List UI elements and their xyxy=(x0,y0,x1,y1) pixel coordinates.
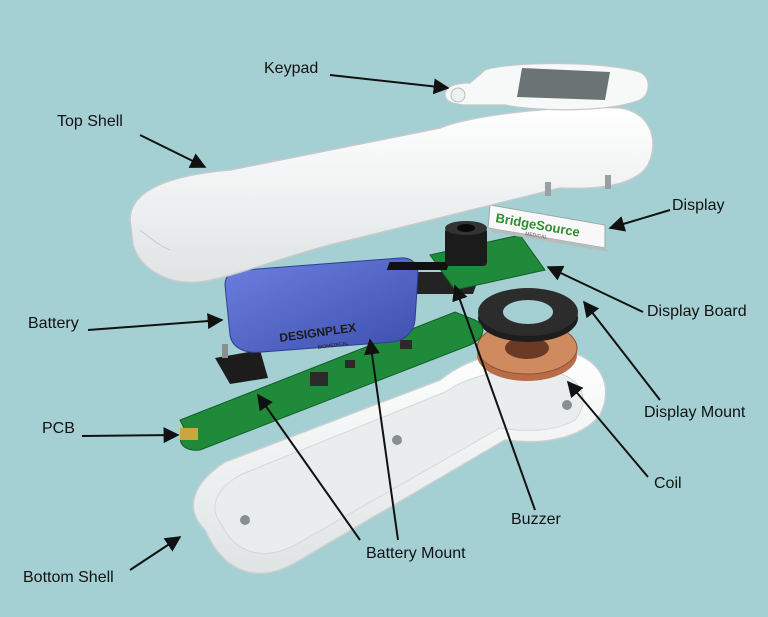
label-keypad: Keypad xyxy=(264,60,319,77)
arrow-battery xyxy=(87,313,224,331)
label-coil: Coil xyxy=(654,475,682,492)
label-battery: Battery xyxy=(28,315,79,332)
arrow-battery-mount-right xyxy=(364,338,399,541)
label-display: Display xyxy=(672,197,725,214)
arrow-buzzer xyxy=(452,284,536,511)
battery-mount-left xyxy=(215,344,268,384)
label-pcb: PCB xyxy=(42,420,75,437)
display-brand-sub: MEDICAL xyxy=(525,231,548,241)
arrow-display-mount xyxy=(583,300,661,401)
label-top-shell: Top Shell xyxy=(57,113,123,130)
buzzer xyxy=(445,221,487,266)
screw-post xyxy=(562,400,572,410)
arrow-top-shell xyxy=(139,134,207,168)
connector xyxy=(180,428,198,440)
arrow-keypad xyxy=(329,74,450,95)
battery-brand-sub: BIOMEDICAL xyxy=(317,341,349,351)
top-shell xyxy=(129,106,654,284)
label-bottom-shell: Bottom Shell xyxy=(23,569,114,586)
keypad-button xyxy=(450,87,466,103)
label-battery-mount: Battery Mount xyxy=(366,545,466,562)
arrow-bottom-shell xyxy=(129,536,182,571)
label-display-board: Display Board xyxy=(647,303,747,320)
battery: DESIGNPLEX BIOMEDICAL xyxy=(224,257,419,353)
leader-lines xyxy=(81,74,671,571)
keypad xyxy=(444,62,649,111)
arrow-display xyxy=(608,209,671,232)
bottom-shell xyxy=(192,348,607,575)
arrow-display-board xyxy=(546,265,644,313)
screw-post xyxy=(240,515,250,525)
label-buzzer: Buzzer xyxy=(511,511,561,528)
arrow-battery-mount-left xyxy=(257,393,361,541)
arrow-pcb xyxy=(81,427,180,444)
arrow-coil xyxy=(566,380,649,478)
label-display-mount: Display Mount xyxy=(644,404,746,421)
screw-post xyxy=(392,435,402,445)
